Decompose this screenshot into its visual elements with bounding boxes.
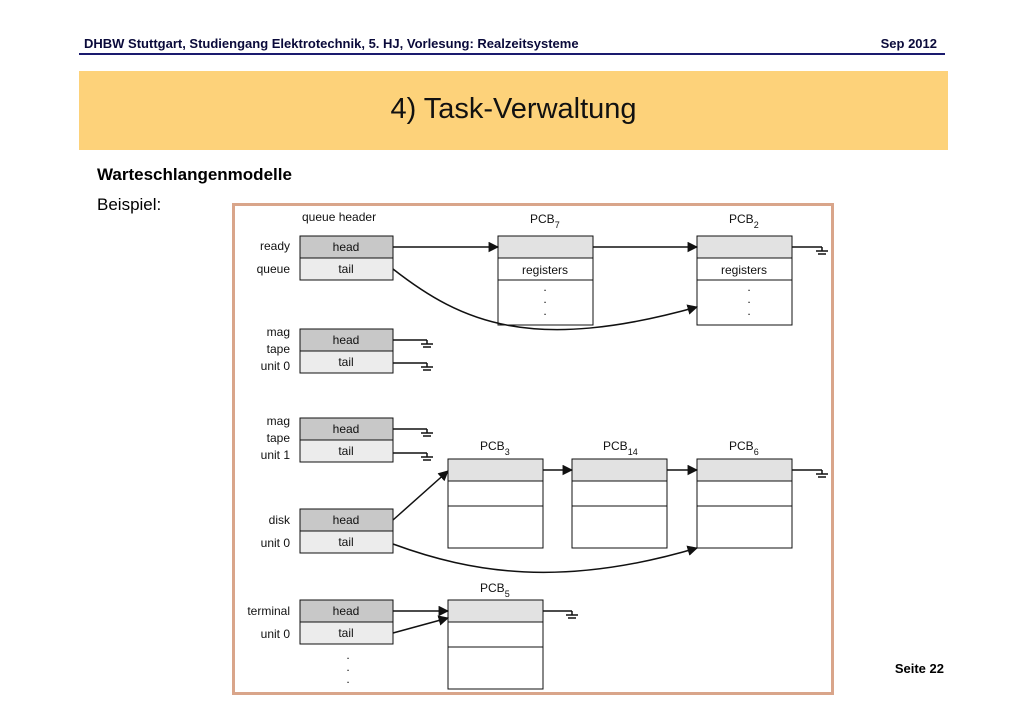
head-text: head bbox=[333, 604, 360, 618]
tail-text: tail bbox=[338, 444, 353, 458]
null-ground-icon bbox=[792, 469, 828, 478]
ellipsis: . bbox=[346, 660, 349, 674]
queue-label-line: unit 0 bbox=[261, 359, 291, 373]
queue-label-line: mag bbox=[267, 325, 290, 339]
tail-cell bbox=[299, 439, 394, 463]
ellipsis: . bbox=[747, 280, 750, 294]
queue-label-line: tape bbox=[267, 431, 291, 445]
example-label: Beispiel: bbox=[97, 195, 162, 214]
tail-cell bbox=[299, 350, 394, 374]
null-ground-icon bbox=[393, 452, 433, 461]
registers-text: registers bbox=[721, 263, 767, 277]
queue-label-line: mag bbox=[267, 414, 290, 428]
header-course: DHBW Stuttgart, Studiengang Elektrotechn… bbox=[84, 36, 579, 51]
ellipsis: . bbox=[747, 304, 750, 318]
queue-label-line: queue bbox=[257, 262, 291, 276]
slide-title: 4) Task-Verwaltung bbox=[390, 93, 637, 125]
queue-label-line: unit 0 bbox=[261, 536, 291, 550]
queue-label-line: unit 1 bbox=[261, 448, 291, 462]
queue-diagram: queue header ready queue head tail PCB7 … bbox=[232, 203, 834, 695]
queue-label-line: terminal bbox=[247, 604, 290, 618]
header-date: Sep 2012 bbox=[880, 36, 937, 51]
registers-text: registers bbox=[522, 263, 568, 277]
pointer-arrow bbox=[392, 470, 449, 521]
pcb-label: PCB5 bbox=[480, 581, 510, 599]
ellipsis: . bbox=[747, 292, 750, 306]
pcb-label: PCB7 bbox=[530, 212, 560, 230]
title-banner: 4) Task-Verwaltung bbox=[79, 71, 948, 150]
null-ground-icon bbox=[543, 610, 578, 619]
pcb-link-cell bbox=[497, 235, 594, 259]
ellipsis: . bbox=[346, 648, 349, 662]
head-text: head bbox=[333, 422, 360, 436]
tail-text: tail bbox=[338, 355, 353, 369]
tail-text: tail bbox=[338, 262, 353, 276]
head-text: head bbox=[333, 333, 360, 347]
null-ground-icon bbox=[393, 362, 433, 371]
tail-text: tail bbox=[338, 626, 353, 640]
pcb-label: PCB14 bbox=[603, 439, 638, 457]
pcb-label: PCB6 bbox=[729, 439, 759, 457]
pointer-arrow bbox=[392, 268, 699, 331]
tail-cell bbox=[299, 530, 394, 554]
pointer-arrow bbox=[392, 615, 450, 634]
pcb-link-cell bbox=[696, 458, 793, 482]
null-ground-icon bbox=[393, 339, 433, 348]
pcb-label: PCB2 bbox=[729, 212, 759, 230]
pcb-link-cell bbox=[447, 599, 544, 623]
pcb-link-cell bbox=[447, 458, 544, 482]
ellipsis: . bbox=[543, 280, 546, 294]
ellipsis: . bbox=[346, 672, 349, 686]
null-ground-icon bbox=[792, 246, 828, 255]
null-ground-icon bbox=[393, 428, 433, 437]
tail-text: tail bbox=[338, 535, 353, 549]
pcb-link-cell bbox=[696, 235, 793, 259]
queue-header-label: queue header bbox=[302, 210, 376, 224]
header-divider bbox=[79, 53, 945, 55]
ellipsis: . bbox=[543, 304, 546, 318]
queue-label-line: unit 0 bbox=[261, 627, 291, 641]
queue-label-line: disk bbox=[269, 513, 291, 527]
head-text: head bbox=[333, 240, 360, 254]
pointer-arrow bbox=[392, 543, 699, 574]
page-number: Seite 22 bbox=[894, 661, 944, 676]
ellipsis: . bbox=[543, 292, 546, 306]
pcb-link-cell bbox=[571, 458, 668, 482]
head-text: head bbox=[333, 513, 360, 527]
section-subtitle: Warteschlangenmodelle bbox=[97, 165, 292, 184]
queue-label-line: ready bbox=[260, 239, 290, 253]
pcb-label: PCB3 bbox=[480, 439, 510, 457]
queue-label-line: tape bbox=[267, 342, 291, 356]
